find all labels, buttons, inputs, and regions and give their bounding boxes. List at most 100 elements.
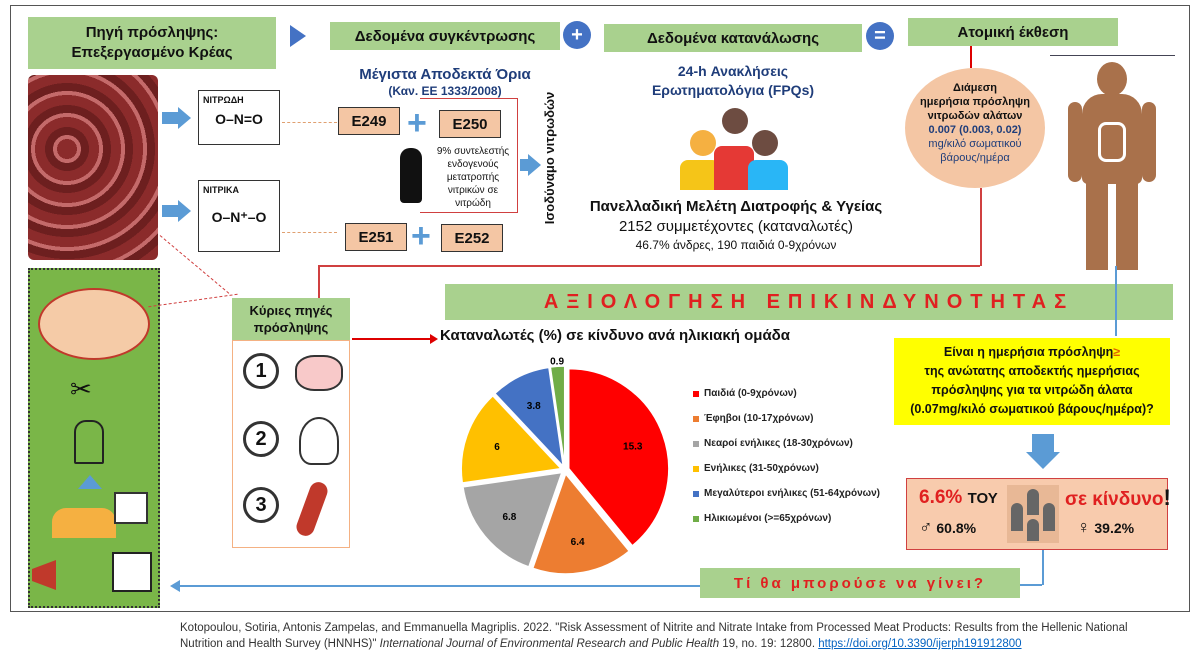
pig-icon — [295, 355, 343, 391]
equals-icon: = — [866, 22, 894, 50]
connector-line — [980, 188, 982, 266]
infographic-frame — [10, 5, 1190, 612]
legend-label: Ηλικιωμένοι (>=65χρόνων) — [704, 513, 832, 524]
exposure-title: Ατομική έκθεση — [908, 18, 1118, 46]
question-symbol: ≥ — [1113, 345, 1121, 359]
consumers-group-icon — [680, 108, 790, 190]
nitrite-structure-icon: O–N=O — [215, 111, 263, 127]
result-text: ΤΟΥ — [967, 490, 998, 507]
legend-swatch — [693, 490, 699, 497]
limits-title: Μέγιστα Αποδεκτά Όρια — [359, 66, 531, 83]
demographics: 46.7% άνδρες, 190 παιδιά 0-9χρόνων — [635, 238, 837, 252]
arrow-right-icon — [520, 154, 541, 176]
legend-item: Νεαροί ενήλικες (18-30χρόνων) — [693, 438, 880, 449]
legend-label: Νεαροί ενήλικες (18-30χρόνων) — [704, 438, 853, 449]
scissors-icon: ✂ — [70, 374, 92, 404]
human-digestive-icon — [1062, 62, 1162, 270]
divider — [1050, 55, 1175, 56]
legend-label: Παιδιά (0-9χρόνων) — [704, 388, 797, 399]
bubble-text: Διάμεση — [953, 82, 997, 94]
human-body-icon — [400, 148, 422, 203]
plus-icon: + — [411, 217, 431, 255]
doi-link[interactable]: https://doi.org/10.3390/ijerph191912800 — [818, 638, 1022, 650]
food-icons — [38, 288, 150, 360]
legend-label: Μεγαλύτεροι ενήλικες (51-64χρόνων) — [704, 488, 880, 499]
connector — [282, 122, 337, 123]
legend-swatch — [693, 515, 699, 522]
connector-line — [318, 265, 320, 305]
person-awareness-icon — [74, 420, 104, 464]
risk-assessment-banner: ΑΞΙΟΛΟΓΗΣΗ ΕΠΙΚΙΝΔΥΝΟΤΗΤΑΣ — [445, 284, 1173, 320]
female-percent: 39.2% — [1094, 520, 1135, 536]
rank-2-ribbon-icon: 2 — [243, 421, 279, 457]
legend-item: Ενήλικες (31-50χρόνων) — [693, 463, 880, 474]
female-icon: ♀ — [1077, 517, 1091, 537]
connector-line — [180, 585, 700, 587]
regulation: (Καν. ΕΕ 1333/2008) — [388, 84, 502, 98]
connector-line — [1020, 584, 1042, 586]
risk-result-box: 6.6% ΤΟΥ ♂ 60.8% σε κίνδυνο! ♀ 39.2% — [906, 478, 1171, 550]
rank-1-ribbon-icon: 1 — [243, 353, 279, 389]
family-icon — [1007, 485, 1059, 543]
certificate-icon — [112, 552, 152, 592]
citation-text: 19, no. 19: 12800. — [719, 638, 819, 650]
bubble-unit: mg/κιλό σωματικού — [928, 138, 1022, 150]
pie-slice — [493, 366, 565, 469]
plus-icon: + — [563, 21, 591, 49]
source-title: Πηγή πρόσληψης: Επεξεργασμένο Κρέας — [28, 17, 276, 69]
what-could-be-done-button: Τί θα μπορούσε να γίνει? — [700, 568, 1020, 598]
additive-e251: E251 — [345, 223, 407, 251]
citation-text: Kotopoulou, Sotiria, Antonis Zampelas, a… — [180, 622, 1128, 650]
conversion-loop — [420, 98, 518, 213]
question-text: πρόσληψης για τα νιτρώδη άλατα — [931, 383, 1133, 397]
plus-icon: + — [407, 104, 427, 142]
connector — [282, 232, 337, 233]
pie-chart: 15.36.46.863.80.9 — [460, 356, 670, 575]
pie-data-label: 6 — [494, 442, 500, 453]
legend-item: Ηλικιωμένοι (>=65χρόνων) — [693, 513, 880, 524]
pie-slice — [549, 365, 566, 467]
sausage-icon — [293, 479, 331, 539]
pie-data-label: 3.8 — [527, 401, 541, 412]
pie-data-label: 15.3 — [623, 442, 643, 453]
legend-item: Έφηβοι (10-17χρόνων) — [693, 413, 880, 424]
turkey-icon — [299, 417, 339, 465]
connector-line — [1042, 550, 1044, 585]
participants: 2152 συμμετέχοντες (καταναλωτές) — [618, 218, 854, 235]
nitrites-label: ΝΙΤΡΩΔΗ — [203, 95, 244, 105]
arrow-right-icon — [290, 25, 306, 47]
main-sources-box: 1 2 3 — [232, 340, 350, 548]
community-icon — [52, 508, 116, 538]
bubble-text: νιτρωδών αλάτων — [927, 110, 1023, 122]
connector-line — [318, 265, 980, 267]
survey-name: Πανελλαδική Μελέτη Διατροφής & Υγείας — [589, 198, 883, 215]
pie-slice — [462, 471, 564, 568]
legend-label: Ενήλικες (31-50χρόνων) — [704, 463, 819, 474]
additive-e250: E250 — [439, 110, 501, 138]
connector-line — [1115, 266, 1117, 336]
legend-swatch — [693, 465, 699, 472]
pie-slice — [568, 367, 670, 547]
nitrate-structure-icon: O–N⁺–O — [211, 209, 267, 225]
arrow-right-icon — [352, 338, 432, 340]
consumption-method: 24-h Ανακλήσεις Ερωτηματολόγια (FPQs) — [651, 63, 815, 98]
bubble-unit: βάρους/ημέρα — [940, 152, 1010, 164]
at-risk-text: σε κίνδυνο — [1065, 489, 1164, 510]
additive-e249: E249 — [338, 107, 400, 135]
bubble-text: ημερήσια πρόσληψη — [920, 96, 1030, 108]
citation-journal: International Journal of Environmental R… — [379, 638, 720, 650]
arrow-head — [1026, 452, 1060, 469]
actions-panel: ✂ — [28, 268, 160, 608]
processed-meat-image — [28, 75, 158, 260]
consumption-title: Δεδομένα κατανάλωσης — [604, 24, 862, 52]
at-risk-percent: 6.6% — [919, 487, 963, 508]
arrow-head — [430, 334, 438, 344]
legend-item: Παιδιά (0-9χρόνων) — [693, 388, 880, 399]
arrow-up-icon — [78, 475, 102, 489]
chart-legend: Παιδιά (0-9χρόνων) Έφηβοι (10-17χρόνων) Νε… — [693, 388, 880, 538]
concentration-title: Δεδομένα συγκέντρωσης — [330, 22, 560, 50]
median-intake-value: 0.007 (0.003, 0.02) — [928, 124, 1022, 136]
rank-3-ribbon-icon: 3 — [243, 487, 279, 523]
pie-slice — [531, 472, 631, 575]
